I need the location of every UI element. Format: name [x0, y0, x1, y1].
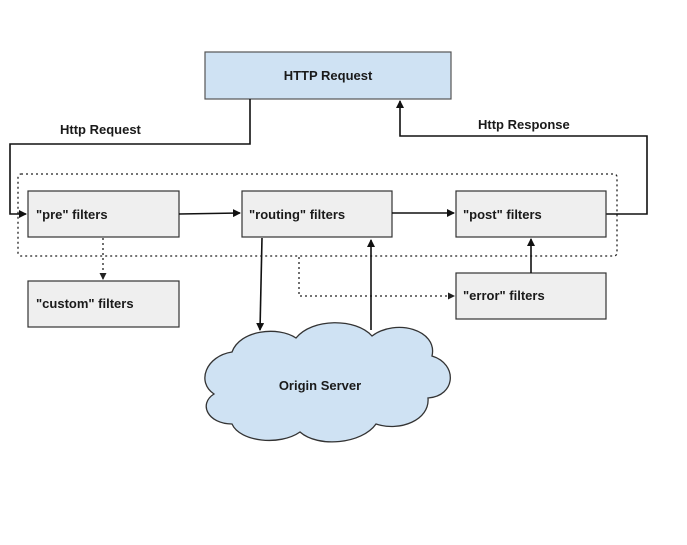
response-edge	[396, 100, 648, 215]
to-error-arrow	[298, 257, 455, 300]
error-filters-label: "error" filters	[463, 288, 545, 303]
post-filters-label: "post" filters	[463, 207, 542, 222]
http-request-box	[204, 51, 452, 100]
error-filters-box	[455, 272, 607, 320]
routing-filters-box	[241, 190, 393, 238]
request-edge	[9, 99, 251, 218]
response-edge-label: Http Response	[478, 117, 570, 132]
http-request-box-label: HTTP Request	[284, 68, 373, 83]
pre-filters-box	[27, 190, 180, 238]
request-edge-label: Http Request	[60, 122, 142, 137]
origin-server-cloud	[204, 322, 451, 443]
routing-filters-label: "routing" filters	[249, 207, 345, 222]
routing-to-origin-arrow	[256, 237, 265, 331]
origin-server-label: Origin Server	[279, 378, 361, 393]
custom-filters-box	[27, 280, 180, 328]
post-filters-box	[455, 190, 607, 238]
custom-filters-label: "custom" filters	[36, 296, 134, 311]
pre-filters-label: "pre" filters	[36, 207, 108, 222]
pre-to-routing-arrow	[178, 209, 241, 218]
filter-group-boundary	[17, 173, 618, 257]
